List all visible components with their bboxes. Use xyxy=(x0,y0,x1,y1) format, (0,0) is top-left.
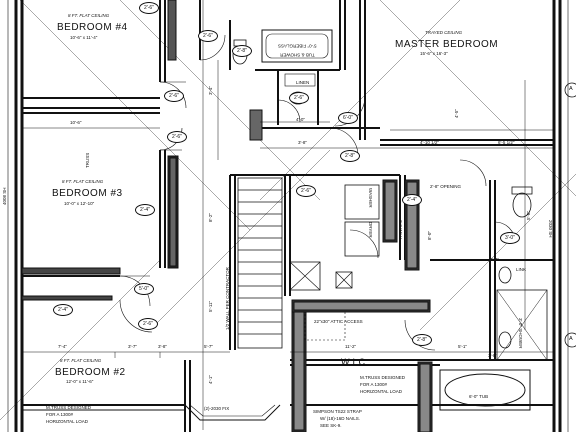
dim-label: 3'-8" xyxy=(488,353,497,358)
dim-label: 2'-4" xyxy=(490,257,499,262)
dim-label: 11'-2" xyxy=(345,344,357,349)
dryer-fixture xyxy=(344,221,380,257)
door-tag: 2'-4" xyxy=(402,194,422,206)
simpson-note-3: SEE SK-9. xyxy=(320,423,342,428)
master-name: MASTER BEDROOM xyxy=(395,39,499,50)
dim-label: 10'-6" xyxy=(70,120,82,125)
dim-label: 6'-5 1/2" xyxy=(498,140,515,145)
bedroom4-name: BEDROOM #4 xyxy=(57,22,128,33)
dim-label: 4'-0" xyxy=(296,117,305,122)
left-edge-note: 4008 SH xyxy=(2,187,7,205)
wic-name: W.I.C. xyxy=(341,357,369,367)
mtruss-note-right-2: FOR A 1300# xyxy=(360,382,388,387)
dim-label: 5'-11" xyxy=(208,300,213,312)
window-label: (2)-2030 FIX xyxy=(204,406,230,411)
dim-label: 4'-1" xyxy=(208,375,213,384)
bedroom4-ceiling: 8 FT. FLAT CEILING xyxy=(68,13,110,18)
door-tag: 2'-6" xyxy=(138,318,158,330)
dim-label: 8'-0" xyxy=(427,231,432,240)
door-tag: 2'-8" xyxy=(232,45,252,57)
washer-fixture xyxy=(344,184,380,220)
bedroom3-dims: 10'-0" x 12'-10" xyxy=(64,201,95,206)
mtruss-note-left-2: FOR A 1300# xyxy=(46,412,74,417)
tub-label: 6'-0" TUB xyxy=(469,394,489,399)
master-tub xyxy=(444,373,526,407)
bedroom3-ceiling: 8 FT. FLAT CEILING xyxy=(62,179,104,184)
dim-label: 8'-2" xyxy=(208,213,213,222)
mtruss-note-right-3: HORIZONTAL LOAD xyxy=(360,389,403,394)
dryer-label: DRYER xyxy=(368,222,373,238)
door-tag: 6'-0" xyxy=(338,112,358,124)
tub-fixture xyxy=(261,29,333,63)
tub-shower-label: TUB & SHOWER xyxy=(280,52,315,58)
bedroom2-ceiling: 8 FT. FLAT CEILING xyxy=(60,358,102,363)
mtruss-note-left-1: M.TRUSS DESIGNED xyxy=(46,405,92,410)
door-tag: 3'-0" xyxy=(500,232,520,244)
bedroom4-dims: 10'-6" x 11'-4" xyxy=(70,35,98,40)
right-edge-note: 2030 SH xyxy=(548,220,553,238)
mtruss-note-left-3: HORIZONTAL LOAD xyxy=(46,419,89,424)
dim-label: 4'-5" xyxy=(454,109,459,118)
door-tag: 2'-6" xyxy=(289,92,309,104)
door-tag: 2'-4" xyxy=(135,204,155,216)
dim-label: 3'-8" xyxy=(298,140,307,145)
door-tag: 2'-8" xyxy=(412,334,432,346)
shower-fixture xyxy=(496,289,548,361)
linen-label: LINEN xyxy=(296,80,310,85)
simpson-note-1: SIMPSON TS22 STRAP xyxy=(313,409,362,414)
dim-label: 4'-10 1/2" xyxy=(420,140,439,145)
dim-label: 5'-1" xyxy=(458,344,467,349)
dimension-lines xyxy=(22,0,554,430)
staircase xyxy=(237,177,283,349)
door-tag: 5'-0" xyxy=(134,283,154,295)
opening-label: 2'-8" OPENING xyxy=(430,184,461,189)
door-tag: 2'-6" xyxy=(139,2,159,14)
grid-marker: A xyxy=(569,86,573,92)
dim-label: 3'-7" xyxy=(128,344,137,349)
dim-label: 5'-6" xyxy=(526,211,531,220)
stair-wall-label: 1/2 WALL PER CONTRACTOR xyxy=(225,267,230,330)
simpson-note-2: W/ (18)-16D NAILS. xyxy=(320,416,361,421)
shower-label: 3'-0" SHOWER xyxy=(518,318,523,349)
door-tag: 2'-6" xyxy=(167,131,187,143)
mtruss-note-right-1: M.TRUSS DESIGNED xyxy=(360,375,406,380)
door-tag: 2'-4" xyxy=(53,304,73,316)
link-label: LINK xyxy=(516,267,527,272)
bedroom2-dims: 12'-0" x 11'-6" xyxy=(66,379,94,384)
master-dims: 15'-6" x 16'-3" xyxy=(420,51,448,56)
door-tag: 2'-6" xyxy=(164,90,184,102)
dim-label: 7'-4" xyxy=(58,344,67,349)
attic-label: 22"x30" ATTIC ACCESS xyxy=(314,319,363,324)
dim-label: 5'-7" xyxy=(204,344,213,349)
truss-label: TRUSS xyxy=(85,152,90,168)
dim-label: 3'-4" xyxy=(208,86,213,95)
roof-diagonals xyxy=(0,0,576,421)
washer-label: WASHER xyxy=(368,188,373,208)
master-ceiling: TRAYED CEILING xyxy=(425,30,463,35)
grid-marker: A xyxy=(569,336,573,342)
wall-2x6-label: 2x6 WALL xyxy=(398,220,403,241)
door-tag: 2'-6" xyxy=(198,30,218,42)
closet-walls xyxy=(21,0,433,432)
door-tag: 2'-6" xyxy=(296,185,316,197)
fiberglass-label: 5'-0" FIBERGLASS xyxy=(278,43,317,49)
bedroom3-name: BEDROOM #3 xyxy=(52,188,123,199)
bedroom2-name: BEDROOM #2 xyxy=(55,367,126,378)
door-tag: 2'-8" xyxy=(340,150,360,162)
dim-label: 3'-8" xyxy=(158,344,167,349)
